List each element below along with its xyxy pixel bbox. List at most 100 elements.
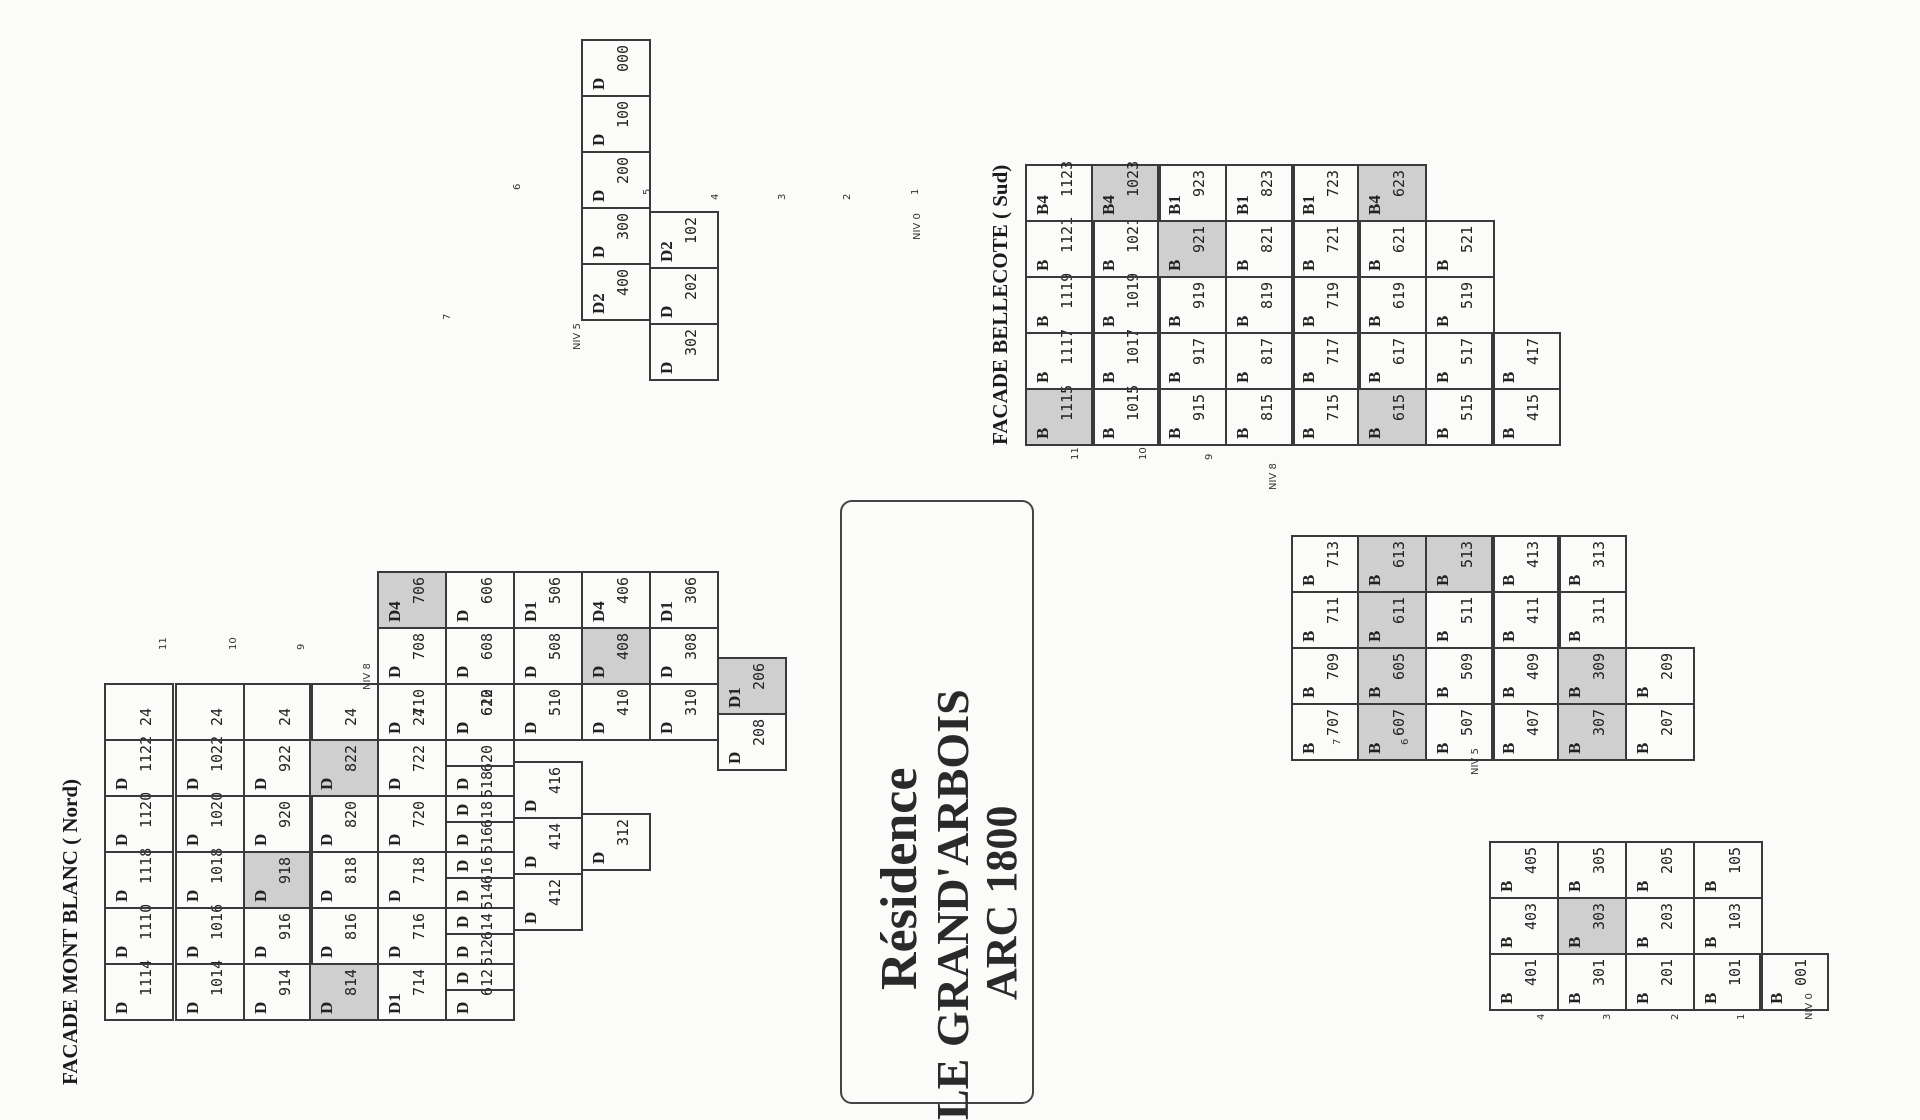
apartment-type: B xyxy=(1433,631,1452,642)
apartment-type: B xyxy=(1633,881,1652,892)
apartment-number: 612 xyxy=(478,969,496,996)
apartment-type: D xyxy=(251,890,270,902)
apartment-type: D xyxy=(453,722,472,734)
apartment-type: B xyxy=(1633,993,1652,1004)
level-marker-sud: 2 xyxy=(1670,1014,1681,1020)
apartment-number: 1119 xyxy=(1058,273,1076,309)
apartment-number: 706 xyxy=(410,577,428,604)
apartment-number: 718 xyxy=(410,857,428,884)
apartment-number: 616 xyxy=(478,857,496,884)
apartment-number: 516 xyxy=(478,827,496,854)
facade-sud-label: FACADE BELLECOTE ( Sud) xyxy=(988,164,1012,445)
apartment-type: D2 xyxy=(589,293,608,314)
apartment-number: 1016 xyxy=(208,904,226,940)
apartment-type: D xyxy=(589,134,608,146)
apartment-number: 102 xyxy=(682,217,700,244)
apartment-number: 310 xyxy=(682,689,700,716)
apartment-number: 001 xyxy=(1792,959,1810,986)
apartment-type: B xyxy=(1433,743,1452,754)
residence-title-box xyxy=(840,500,1034,1104)
apartment-number: 823 xyxy=(1258,170,1276,197)
apartment-number: 1019 xyxy=(1124,273,1142,309)
apartment-type: D xyxy=(657,722,676,734)
apartment-type: D1 xyxy=(521,601,540,622)
apartment-type: B1 xyxy=(1233,195,1252,215)
apartment-number: 617 xyxy=(1390,338,1408,365)
apartment-type: B xyxy=(1299,743,1318,754)
apartment-number: 607 xyxy=(1390,709,1408,736)
level-marker-nord: 11 xyxy=(158,637,169,650)
apartment-type: D xyxy=(251,778,270,790)
apartment-type: D xyxy=(183,1002,202,1014)
apartment-number: 306 xyxy=(682,577,700,604)
apartment-type: D xyxy=(453,804,472,816)
apartment-number: 608 xyxy=(478,633,496,660)
apartment-type: B xyxy=(1767,993,1786,1004)
apartment-cell-nord: 24 xyxy=(104,683,174,741)
apartment-number: 613 xyxy=(1390,541,1408,568)
residence-location: ARC 1800 xyxy=(977,805,1026,1000)
apartment-type: B xyxy=(1499,687,1518,698)
apartment-number: 618 xyxy=(478,801,496,828)
apartment-type: D xyxy=(589,190,608,202)
level-marker-sud: NIV 0 xyxy=(1804,993,1815,1020)
facade-nord-label: FACADE MONT BLANC ( Nord) xyxy=(58,778,82,1085)
apartment-number: 414 xyxy=(546,823,564,850)
apartment-number: 302 xyxy=(682,329,700,356)
apartment-type: B xyxy=(1565,575,1584,586)
apartment-number: 000 xyxy=(614,45,632,72)
apartment-type: B xyxy=(1233,316,1252,327)
apartment-number: 815 xyxy=(1258,394,1276,421)
level-marker-nord: 1 xyxy=(910,189,921,195)
apartment-type: B4 xyxy=(1365,195,1384,215)
apartment-number: 515 xyxy=(1458,394,1476,421)
apartment-number: 1121 xyxy=(1058,217,1076,253)
apartment-number: 105 xyxy=(1726,847,1744,874)
apartment-type: B xyxy=(1433,316,1452,327)
apartment-number: 1023 xyxy=(1124,161,1142,197)
apartment-number: 822 xyxy=(342,745,360,772)
apartment-type: B xyxy=(1299,687,1318,698)
apartment-number: 1017 xyxy=(1124,329,1142,365)
apartment-number: 206 xyxy=(750,663,768,690)
apartment-number: 415 xyxy=(1524,394,1542,421)
apartment-number: 921 xyxy=(1190,226,1208,253)
apartment-type: B xyxy=(1099,260,1118,271)
apartment-cell-nord: 24 xyxy=(243,683,313,741)
apartment-type: B xyxy=(1433,428,1452,439)
apartment-type: B1 xyxy=(1299,195,1318,215)
apartment-type: D xyxy=(385,722,404,734)
apartment-type: D xyxy=(183,834,202,846)
apartment-number: 606 xyxy=(478,577,496,604)
apartment-type: D xyxy=(385,666,404,678)
apartment-type: D xyxy=(385,834,404,846)
apartment-number: 405 xyxy=(1522,847,1540,874)
apartment-type: B4 xyxy=(1033,195,1052,215)
apartment-number: 519 xyxy=(1458,282,1476,309)
